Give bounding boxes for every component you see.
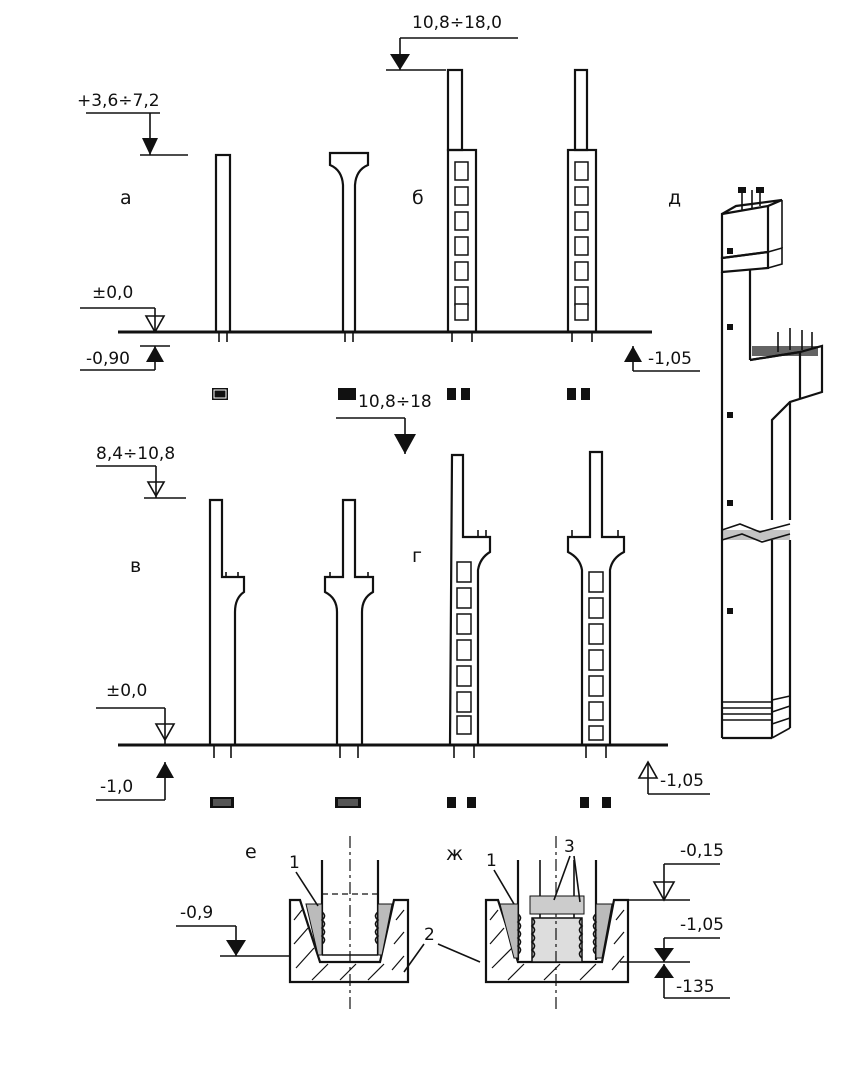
level-zero-top: ±0,0 <box>80 283 166 334</box>
level-marker-icon <box>637 760 659 779</box>
level-minus-090: -0,90 <box>80 345 170 371</box>
level-text-minus-10: -1,0 <box>100 777 133 797</box>
level-marker-icon <box>154 723 176 742</box>
cross-section-icon <box>210 797 234 808</box>
panel-label-d: д <box>668 187 681 209</box>
column-v-bracket-2 <box>323 498 375 758</box>
cross-section-icon <box>335 797 361 808</box>
level-marker-icon <box>652 881 676 902</box>
level-text-minus-105-top: -1,05 <box>648 349 692 369</box>
callout-2: 2 <box>424 925 435 945</box>
level-top-b: 10,8÷18,0 <box>386 13 518 71</box>
cross-section-icon <box>338 388 356 400</box>
level-marker-icon <box>156 762 174 778</box>
cross-section-icon <box>580 797 611 808</box>
level-text-top-a: +3,6÷7,2 <box>77 91 160 111</box>
level-text-minus-105-bottom: -1,05 <box>660 771 704 791</box>
level-text-top-g: 10,8÷18 <box>358 392 432 412</box>
column-d-perspective <box>720 187 824 740</box>
level-minus-105-bottom: -1,05 <box>637 760 710 795</box>
callout-1-zh: 1 <box>486 851 497 871</box>
level-text-zh-135: -135 <box>676 977 715 997</box>
level-zero-bottom: ±0,0 <box>96 681 176 745</box>
level-marker-icon <box>226 940 246 956</box>
socket-detail-zh <box>484 836 630 1012</box>
level-top-a: +3,6÷7,2 <box>77 91 188 156</box>
level-marker-icon <box>624 346 642 362</box>
level-text-zh-015: -0,15 <box>680 841 724 861</box>
level-marker-icon <box>654 948 674 962</box>
column-b-lattice-2 <box>566 68 598 342</box>
column-g-lattice-1 <box>448 453 492 758</box>
level-minus-105-top: -1,05 <box>624 346 700 372</box>
level-zh-135: -135 <box>654 964 730 999</box>
level-top-g: 10,8÷18 <box>336 392 432 454</box>
column-v-bracket-1 <box>208 498 246 758</box>
level-marker-icon <box>394 434 416 454</box>
column-a-plain <box>214 153 232 342</box>
cross-section-icon <box>447 797 476 808</box>
level-marker-icon <box>390 54 410 70</box>
panel-label-b: б <box>412 187 424 209</box>
level-e: -0,9 <box>176 903 290 957</box>
panel-label-e: е <box>245 841 257 863</box>
level-marker-icon <box>144 315 166 334</box>
level-text-minus-090: -0,90 <box>86 349 130 369</box>
panel-label-a: а <box>120 187 132 209</box>
level-marker-icon <box>146 346 164 362</box>
level-text-zero-bottom: ±0,0 <box>106 681 147 701</box>
level-minus-10: -1,0 <box>96 762 174 801</box>
level-text-top-v: 8,4÷10,8 <box>96 444 175 464</box>
level-text-zh-105: -1,05 <box>680 915 724 935</box>
callout-3: 3 <box>564 837 575 857</box>
level-text-e: -0,9 <box>180 903 213 923</box>
cross-section-icon <box>447 388 470 400</box>
level-marker-icon <box>146 481 166 498</box>
panel-label-g: г <box>412 545 422 567</box>
level-zh-105: -1,05 <box>620 915 724 963</box>
level-zh-015: -0,15 <box>628 841 724 902</box>
column-a-capital <box>328 151 370 342</box>
level-marker-icon <box>142 138 158 155</box>
level-text-top-b: 10,8÷18,0 <box>412 13 502 33</box>
panel-label-zh: ж <box>446 843 463 865</box>
level-top-v: 8,4÷10,8 <box>96 444 186 499</box>
column-b-lattice-1 <box>446 68 478 342</box>
cross-section-icon <box>212 388 228 400</box>
column-g-lattice-2 <box>566 450 626 758</box>
socket-detail-e <box>288 836 410 1010</box>
level-text-zero-top: ±0,0 <box>92 283 133 303</box>
cross-section-icon <box>567 388 590 400</box>
panel-label-v: в <box>130 555 141 577</box>
callout-1-e: 1 <box>289 853 300 873</box>
